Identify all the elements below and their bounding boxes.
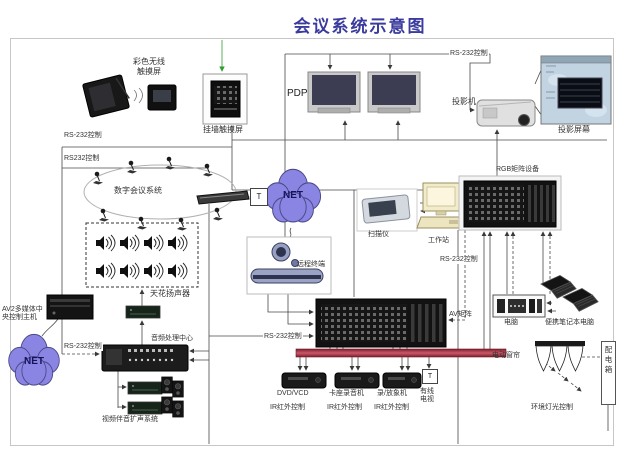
projector [476, 99, 536, 127]
dvd-vcd-player [281, 372, 327, 389]
scanner-label: 扫描仪 [368, 231, 389, 238]
audio-center-label: 音频处理中心 [151, 335, 193, 342]
audio-processing-center [101, 344, 189, 372]
pdp-monitor-2 [367, 71, 421, 114]
rs232-label-audio: RS-232控制 [63, 343, 103, 352]
rs232-label-top-a: RS-232控制 [64, 132, 102, 139]
wall-touchscreen-label: 挂墙触摸屏 [203, 125, 243, 134]
net-left-label: NET [24, 356, 44, 367]
av2-host-label: AV2多媒体中央控制主机 [2, 306, 43, 322]
projection-screen-label: 投影屏幕 [558, 125, 590, 134]
cassette-recorder-device [334, 372, 380, 389]
projection-screen [540, 55, 612, 125]
workstation-label: 工作站 [428, 237, 449, 244]
distribution-box: 配电箱 [601, 341, 616, 405]
pdp-label: PDP [287, 88, 308, 99]
ceiling-speaker-array [85, 222, 199, 288]
rgb-matrix-switcher [458, 175, 562, 231]
av-matrix-switcher [315, 298, 447, 348]
vcr-device [382, 372, 422, 389]
rs232-label-av: RS-232控制 [263, 333, 303, 342]
t-box-cable-tv: T [422, 369, 438, 384]
touch-panel-small [147, 84, 177, 111]
diagram-border [10, 38, 614, 446]
electric-curtain [535, 341, 585, 372]
scanner [356, 188, 418, 232]
ir-control-label-2: IR红外控制 [327, 404, 362, 411]
ceiling-speakers-label: 天花扬声器 [150, 289, 190, 298]
electric-curtain-label: 电动窗帘 [492, 352, 520, 359]
video-audio-system-label: 视频伴音扩声系统 [102, 416, 158, 423]
power-amplifier [125, 305, 161, 319]
computer-label: 电脑 [504, 319, 518, 326]
conference-main-unit [196, 190, 250, 205]
wireless-touchscreen-label: 彩色无线触摸屏 [133, 57, 165, 76]
ir-control-label-3: IR红外控制 [374, 404, 409, 411]
remote-terminal-label: 远程终端 [297, 261, 325, 268]
t-box-conference: T [250, 188, 268, 206]
net-center-label: NET [283, 190, 303, 201]
cassette-recorder-label: 卡座录音机 [329, 390, 364, 397]
ambient-lighting-label: 环境灯光控制 [531, 404, 573, 411]
wireless-touch-panel [82, 74, 130, 118]
distribution-box-label: 配电箱 [604, 345, 613, 375]
av-matrix-label: AV矩阵 [449, 311, 472, 318]
rgb-matrix-label: RGB矩阵设备 [496, 166, 540, 173]
wall-touch-panel [202, 73, 248, 125]
rs232-label-top-b: RS232控制 [64, 155, 100, 162]
rs232-label-projector: RS-232控制 [449, 50, 489, 59]
projector-label: 投影机 [452, 97, 476, 106]
power-strip [492, 294, 546, 318]
cable-tv-label: 有线电视 [420, 388, 434, 404]
page-title: 会议系统示意图 [293, 17, 427, 36]
pdp-monitor-1 [307, 71, 361, 114]
ir-control-label-1: IR红外控制 [270, 404, 305, 411]
signal-bus-bar [295, 348, 507, 358]
video-audio-amplifiers [127, 376, 184, 418]
vcr-label: 录/放象机 [377, 390, 407, 397]
av2-central-control-host [46, 294, 94, 320]
video-conference-terminal [246, 236, 332, 295]
laptops-label: 便携笔记本电脑 [545, 319, 594, 326]
dvd-vcd-label: DVD/VCD [277, 390, 309, 397]
workstation [416, 182, 466, 229]
rs232-label-right: RS-232控制 [439, 256, 479, 265]
digital-conference-label: 数字会议系统 [114, 186, 162, 195]
